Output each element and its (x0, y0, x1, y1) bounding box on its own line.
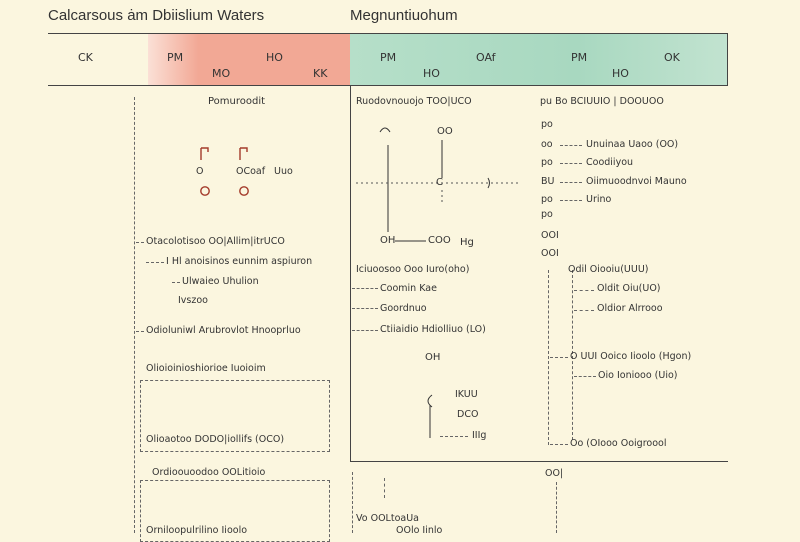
right-step-5: Oio Ioniooo (Uio) (598, 370, 678, 381)
right-r3-value: Coodiiyou (586, 157, 634, 168)
atom2-r3: IIIg (472, 430, 487, 441)
right-r8: OOI (541, 248, 559, 259)
left-step-9: Orniloopulrilino Iioolo (146, 525, 248, 536)
mid-heading: Ruodovnouojo TOO|UCO (356, 96, 472, 107)
mol-label-o: O (196, 166, 204, 177)
atom-top: OO (437, 126, 453, 137)
header-ho-1: HO (266, 51, 283, 64)
right-heading: pu Bo BCIUUIO | DOOUOO (540, 96, 664, 107)
header-cell-green (350, 33, 728, 85)
header-mo-1: MO (212, 67, 231, 80)
header-kk: KK (313, 67, 328, 80)
left-step-7: Olioaotoo DODO|iollifs (OCO) (146, 434, 285, 445)
right-step-2: Oldit Oiu(UO) (597, 283, 661, 294)
left-axis-line (134, 97, 135, 533)
header-cell-1 (48, 33, 148, 85)
right-r2-value: Unuinaa Uaoo (OO) (586, 139, 679, 150)
left-title: Calcarsous ȧm Dbiislium Waters (48, 7, 265, 24)
mol-label: OCoaf (236, 166, 266, 177)
right-r2: oo (541, 139, 553, 150)
right-r5: po (541, 194, 553, 205)
atom2-top: OH (425, 352, 441, 363)
left-step-4: Ivszoo (178, 295, 208, 306)
header-oaf: OAf (476, 51, 496, 64)
atom-c: C (436, 177, 443, 188)
right-step-1: Odil Oiooiu(UUU) (568, 264, 649, 275)
right-r4-value: Oiimuoodnvoi Mauno (586, 176, 687, 187)
atom-br-2: Hg (460, 237, 474, 248)
right-bracket-inner (572, 270, 573, 440)
right-r4: BU (541, 176, 555, 187)
right-r5-value: Urino (586, 194, 612, 205)
atom-br: COO (428, 235, 451, 246)
mid-bottom-1: Vo OOLtoaUa (356, 513, 419, 524)
header-pm-3: PM (571, 51, 588, 64)
left-step-1: Otacolotisoo OO|Allim|itrUCO (146, 236, 285, 247)
right-step-4: O UUI Ooico Iioolo (Hgon) (570, 351, 692, 362)
left-heading: Pomuroodit (208, 96, 266, 107)
header-cell-pink (148, 33, 350, 85)
left-step-2: I Hl anoisinos eunnim aspiuron (166, 256, 313, 267)
left-step-3: Ulwaieo Uhulion (182, 276, 259, 287)
right-r1: po (541, 119, 553, 130)
right-title: Megnuntiuohum (350, 7, 458, 24)
header-ho-2: HO (423, 67, 440, 80)
mid-step-3: Goordnuo (380, 303, 427, 314)
left-step-8: Ordioouoodoo OOLitioio (152, 467, 266, 478)
right-step-3: Oldior Alrrooo (597, 303, 663, 314)
right-step-6: Oo (OIooo Ooigroool (570, 438, 667, 449)
left-box-1 (140, 380, 330, 452)
mid-bottom-2: OOlo Iinlo (396, 525, 443, 536)
right-r6: po (541, 209, 553, 220)
atom-bl: OH (380, 235, 396, 246)
atom2-r1: IKUU (455, 389, 478, 400)
right-step-7: OO| (545, 468, 564, 479)
header-pm-2: PM (380, 51, 397, 64)
right-bracket-outer (548, 270, 549, 445)
mid-step-2: Coomin Kae (380, 283, 437, 294)
panel-bottom-rule (350, 461, 728, 462)
header-ck: CK (78, 51, 93, 64)
atom2-r2: DCO (457, 409, 479, 420)
header-ok: OK (664, 51, 680, 64)
left-step-5: Odioluniwl Arubrovlot Hnooprluo (146, 325, 301, 336)
right-r7: OOI (541, 230, 559, 241)
panel-divider (350, 85, 351, 462)
left-step-6: Olioioinioshiorioe Iuoioim (146, 363, 266, 374)
mol-label-2: Uuo (274, 166, 293, 177)
header-ho-3: HO (612, 67, 629, 80)
mid-step-1: Iciuoosoo Ooo Iuro(oho) (356, 264, 470, 275)
right-r3: po (541, 157, 553, 168)
mid-step-4: Ctiiaidio Hdiolliuo (LO) (380, 324, 486, 335)
header-pm-1: PM (167, 51, 184, 64)
